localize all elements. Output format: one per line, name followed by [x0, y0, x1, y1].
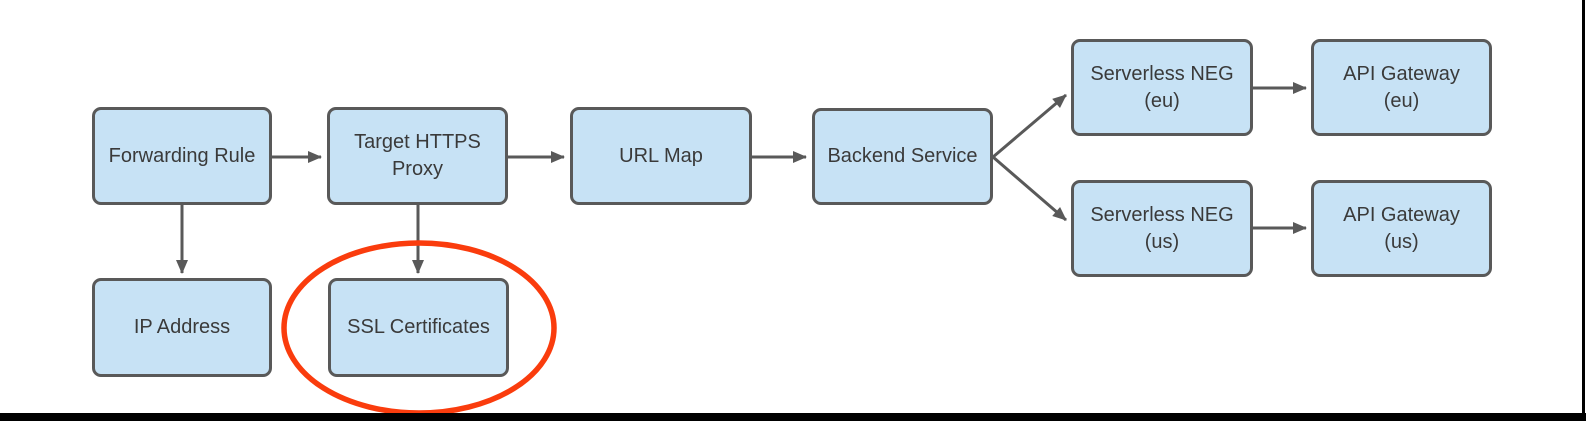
frame-right-edge — [1582, 0, 1585, 421]
node-label: API Gateway — [1343, 203, 1460, 226]
node-label: IP Address — [133, 316, 231, 338]
node-label: Target HTTPS — [354, 131, 481, 153]
node-label: (us) — [1144, 230, 1180, 253]
node-label: (eu) — [1144, 89, 1180, 112]
node-label: URL Map — [619, 144, 703, 167]
node-serverless-neg-us: Serverless NEG (us) — [1071, 180, 1253, 277]
node-label: API Gateway — [1343, 62, 1460, 85]
node-api-gateway-eu: API Gateway (eu) — [1311, 39, 1492, 136]
node-label: (us) — [1384, 230, 1419, 253]
node-url-map: URL Map — [570, 107, 752, 205]
node-serverless-neg-eu: Serverless NEG (eu) — [1071, 39, 1253, 136]
node-label: SSL Certificates — [347, 316, 490, 338]
edge-backend-service-to-serverless-neg-us — [992, 155, 1067, 222]
node-api-gateway-us: API Gateway (us) — [1311, 180, 1492, 277]
frame-bottom-edge — [0, 413, 1586, 421]
node-forwarding-rule: Forwarding Rule — [92, 107, 272, 205]
node-ip-address: IP Address — [92, 278, 272, 377]
node-backend-service: Backend Service — [812, 108, 993, 205]
node-label: Forwarding Rule — [108, 144, 256, 167]
node-label: (eu) — [1383, 89, 1420, 112]
node-label: Serverless NEG — [1090, 62, 1234, 85]
node-target-https-proxy: Target HTTPS Proxy — [327, 107, 508, 205]
node-label: Serverless NEG — [1090, 203, 1234, 226]
node-label: Backend Service — [827, 145, 978, 167]
node-ssl-certificates: SSL Certificates — [328, 278, 509, 377]
edge-backend-service-to-serverless-neg-eu — [992, 93, 1067, 159]
node-label: Proxy — [391, 158, 444, 180]
